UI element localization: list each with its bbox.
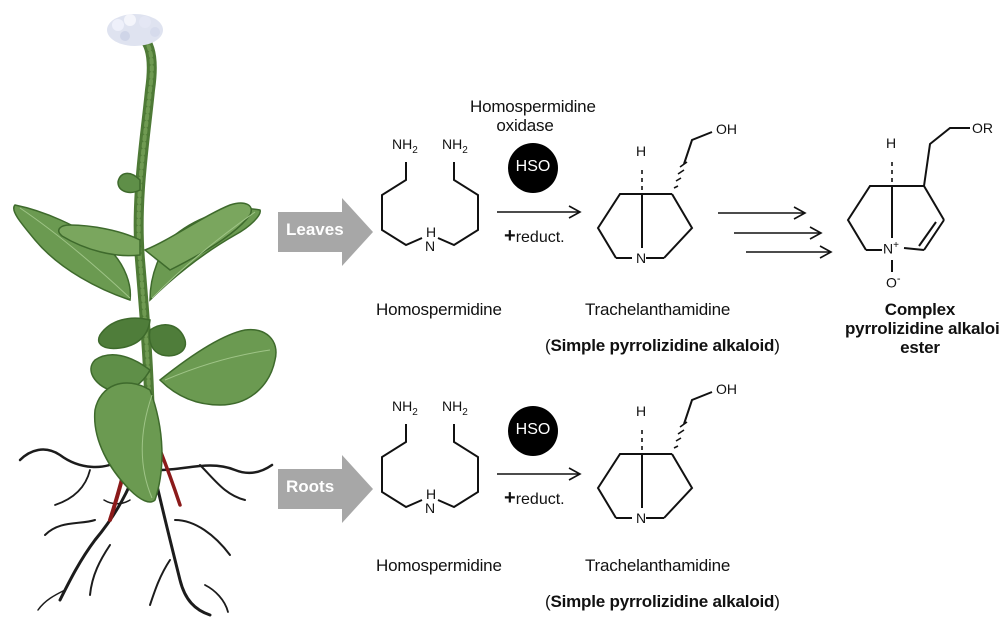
atom-n-ring: N — [636, 510, 647, 526]
product-class-roots: (Simple pyrrolizidine alkaloid) — [545, 592, 780, 611]
hso-badge-leaves-text: HSO — [515, 158, 551, 175]
cofactor-leaves: +reduct. — [504, 225, 565, 247]
atom-h-amine: H — [426, 224, 437, 240]
atom-oh: OH — [716, 121, 737, 137]
product-label-roots: Trachelanthamidine — [585, 556, 731, 575]
plant-leaves — [13, 172, 277, 503]
atom-n-ring: N — [636, 250, 647, 266]
atom-or: OR — [972, 120, 993, 136]
atom-nh2-left: NH2 — [392, 398, 418, 418]
trachelanthamidine-structure-leaves — [596, 131, 713, 259]
leaves-arrow — [278, 198, 373, 266]
roots-arrow — [278, 455, 373, 523]
atom-n-amine: N — [425, 500, 436, 516]
multistep-arrows — [718, 206, 833, 259]
atom-n-oxide: N+ — [883, 240, 899, 257]
roots-label: Roots — [286, 477, 335, 496]
atom-n-amine: N — [425, 238, 436, 254]
substrate-label-leaves: Homospermidine — [376, 300, 502, 319]
atom-h-amine: H — [426, 486, 437, 502]
atom-nh2-left: NH2 — [392, 136, 418, 156]
final-product-label: Complex pyrrolizidine alkaloid ester — [845, 300, 1000, 357]
atom-h-bridgehead: H — [636, 143, 647, 159]
reaction-arrow-leaves — [497, 205, 582, 219]
trachelanthamidine-structure-roots — [596, 391, 713, 519]
heliotrope-plant-illustration — [13, 14, 277, 617]
homospermidine-structure-roots — [381, 424, 479, 509]
leaves-label: Leaves — [286, 220, 344, 239]
hso-badge-roots — [508, 406, 558, 456]
hso-badge-leaves — [508, 143, 558, 193]
hso-badge-roots-text: HSO — [515, 421, 551, 438]
product-label-leaves: Trachelanthamidine — [585, 300, 731, 319]
atom-nh2-right: NH2 — [442, 398, 468, 418]
reaction-arrow-roots — [497, 467, 582, 481]
cofactor-roots: +reduct. — [504, 487, 565, 509]
atom-o-minus: O- — [886, 273, 901, 291]
plant-leaf-veins — [19, 207, 271, 499]
product-class-leaves: (Simple pyrrolizidine alkaloid) — [545, 336, 780, 355]
atom-h-bridgehead-final: H — [886, 135, 897, 151]
substrate-label-roots: Homospermidine — [376, 556, 502, 575]
enzyme-name: Homospermidine oxidase — [470, 97, 596, 135]
complex-pa-ester-structure — [846, 127, 970, 272]
atom-h-bridgehead: H — [636, 403, 647, 419]
plant-stem — [125, 25, 157, 445]
atom-nh2-right: NH2 — [442, 136, 468, 156]
homospermidine-structure-leaves — [381, 162, 479, 247]
atom-oh: OH — [716, 381, 737, 397]
